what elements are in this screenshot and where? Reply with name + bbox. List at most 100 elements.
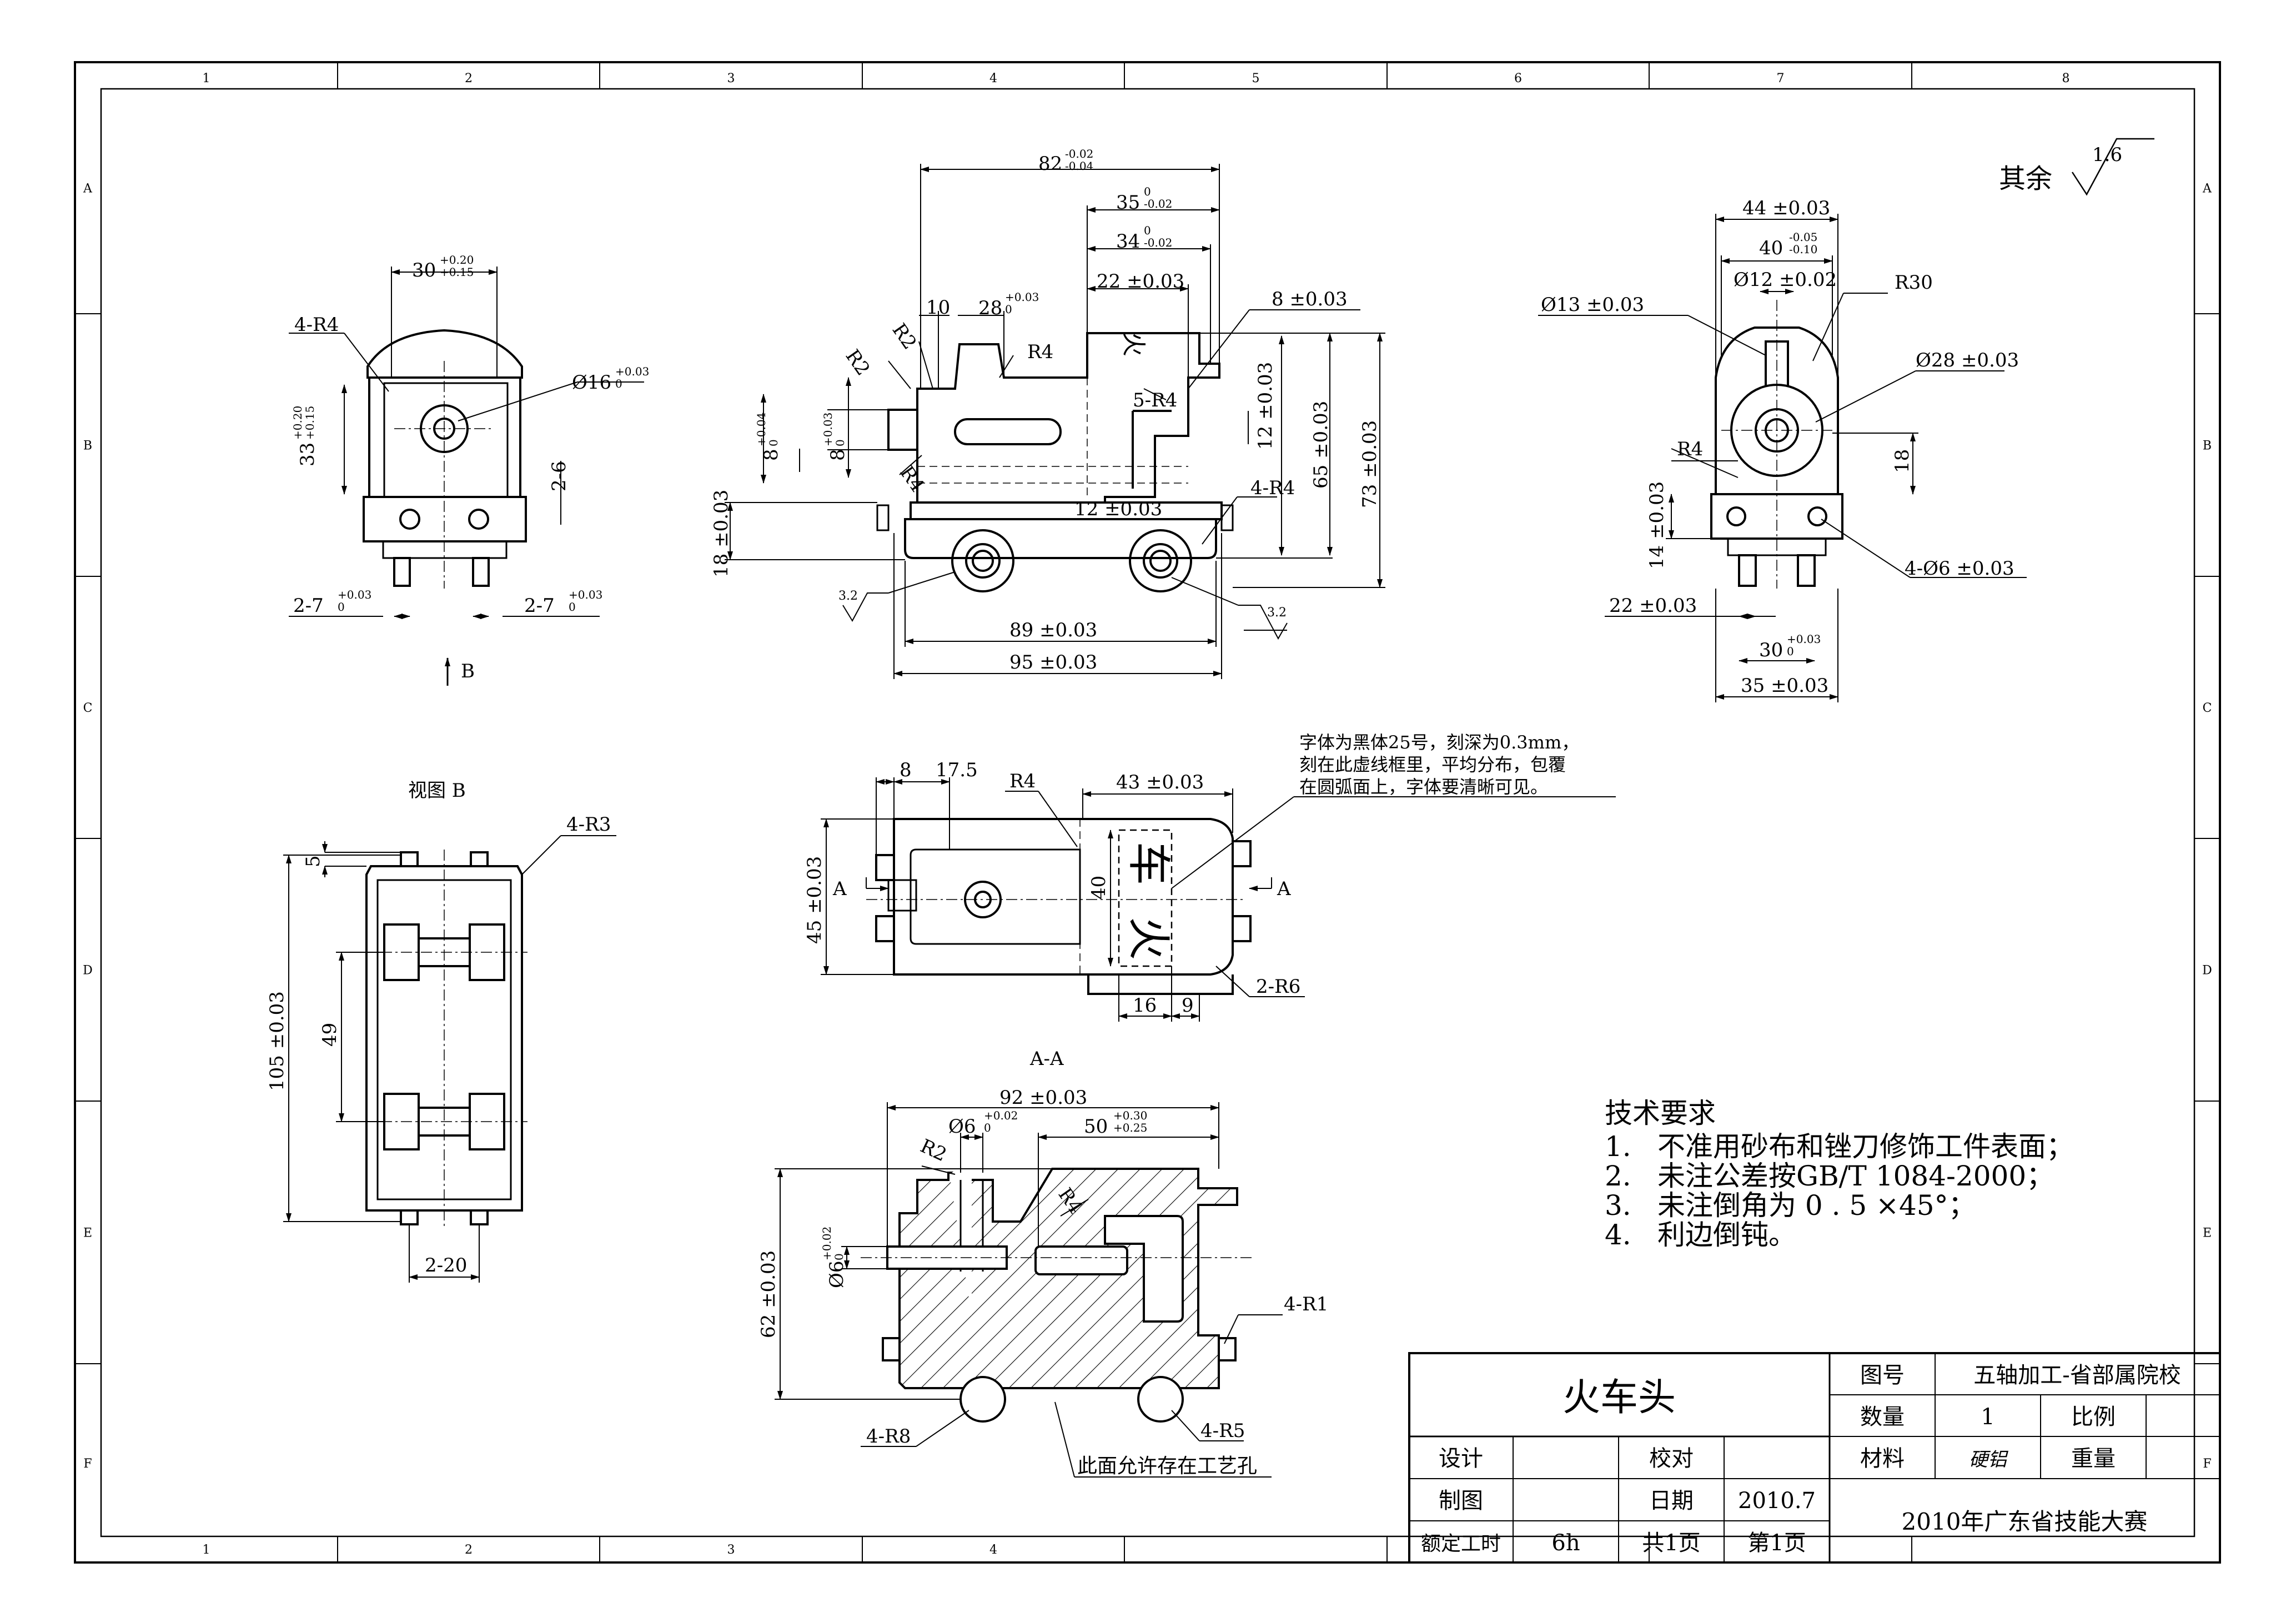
top-view-char-2: 火 <box>1123 917 1173 960</box>
dim-phi16: Ø16 <box>572 371 611 394</box>
dim-34: 34 <box>1116 230 1140 253</box>
section-view-labels: A-A 92 ±0.03 Ø6 +0.02 0 50 +0.30 +0.25 R… <box>757 1048 1328 1478</box>
right-view-labels: 44 ±0.03 40 -0.05 -0.10 Ø12 ±0.02 Ø13 ±0… <box>1541 197 2019 697</box>
zone-column-label: 2 <box>465 72 473 86</box>
dim-95: 95 ±0.03 <box>1009 651 1097 674</box>
roughness-symbol: 其余 1.6 <box>1999 138 2154 196</box>
drawing-no-label: 图号 <box>1860 1363 1905 1388</box>
dim-phi6-v: Ø6 <box>826 1260 848 1288</box>
tol-up: 0 <box>1144 185 1151 198</box>
dim-phi6: Ø6 <box>948 1116 976 1138</box>
tol-up: -0.02 <box>1065 147 1093 160</box>
zone-column-label: 2 <box>465 1543 473 1557</box>
zone-row-label: E <box>83 1227 92 1240</box>
tech-req-text-3: 未注倒角为 0 . 5 ×45°； <box>1657 1189 1976 1222</box>
tech-requirements: 技术要求 1. 不准用砂布和锉刀修饰工件表面； 2. 未注公差按GB/T 108… <box>1605 1097 2074 1251</box>
tech-req-num-3: 3. <box>1605 1189 1631 1222</box>
dim-22: 22 ±0.03 <box>1097 270 1184 293</box>
zone-column-label: 8 <box>2062 72 2070 86</box>
tech-req-num-2: 2. <box>1605 1160 1631 1192</box>
tol-dn: 0 <box>832 1253 846 1260</box>
top-view-labels: 8 17.5 R4 43 ±0.03 45 ±0.03 40 16 9 2-R6… <box>803 732 1579 1017</box>
section-title: A-A <box>1029 1048 1064 1070</box>
zone-column-label: 1 <box>203 1543 210 1557</box>
top-view <box>866 818 1252 995</box>
dim-phi12: Ø12 ±0.02 <box>1734 269 1837 291</box>
dim-r2: R2 <box>917 1135 950 1166</box>
tol-dn: -0.02 <box>1144 236 1172 249</box>
zone-column-label: 3 <box>727 72 735 86</box>
zone-row-label: D <box>2202 964 2212 978</box>
dim-2-7-b: 2-7 <box>524 595 555 617</box>
tol-dn: 0 <box>569 600 576 614</box>
dim-r30: R30 <box>1895 272 1933 294</box>
engrave-note-line-2: 刻在此虚线框里，平均分布，包覆 <box>1299 754 1566 775</box>
dim-r4: R4 <box>1677 438 1703 460</box>
engrave-note-line-1: 字体为黑体25号，刻深为0.3mm， <box>1299 732 1579 753</box>
total-pages: 共1页 <box>1642 1530 1700 1556</box>
zone-column-label: 5 <box>1252 72 1260 86</box>
tech-req-text-1: 不准用砂布和锉刀修饰工件表面； <box>1657 1130 2074 1163</box>
front-top-char: 火 <box>1119 332 1148 356</box>
dim-4-phi6: 4-Ø6 ±0.03 <box>1905 557 2014 580</box>
dim-14: 14 ±0.03 <box>1646 481 1668 569</box>
dim-12-v: 12 ±0.03 <box>1254 362 1277 450</box>
tol-up: +0.04 <box>755 413 768 446</box>
tech-req-num-1: 1. <box>1605 1130 1631 1163</box>
zone-row-label: A <box>83 182 93 196</box>
dim-2-7-a: 2-7 <box>293 595 324 617</box>
dim-r4-a: R4 <box>1027 341 1053 363</box>
dim-4-r8: 4-R8 <box>866 1425 911 1448</box>
left-view-dims <box>289 267 644 686</box>
tol-up: +0.03 <box>821 413 835 446</box>
tech-req-text-2: 未注公差按GB/T 1084-2000； <box>1657 1160 2054 1192</box>
drawing-frame <box>74 61 2221 1564</box>
dim-16: 16 <box>1133 994 1157 1017</box>
dim-8: 8 <box>900 759 912 781</box>
scale-label: 比例 <box>2071 1404 2116 1430</box>
material-label: 材料 <box>1860 1446 1905 1471</box>
zone-row-label: E <box>2203 1227 2212 1240</box>
section-view <box>861 1168 1255 1423</box>
tol-dn: +0.15 <box>303 406 316 440</box>
dim-r4: R4 <box>1009 770 1036 792</box>
dim-17-5: 17.5 <box>936 759 978 781</box>
tech-req-num-4: 4. <box>1605 1219 1631 1251</box>
page-number: 第1页 <box>1747 1530 1806 1556</box>
dim-40: 40 <box>1759 237 1783 259</box>
zone-column-label: 1 <box>203 72 210 86</box>
dim-4-r5: 4-R5 <box>1200 1420 1245 1442</box>
front-view <box>876 332 1234 592</box>
dim-35: 35 <box>1116 192 1140 214</box>
draw-label: 制图 <box>1439 1488 1483 1514</box>
left-view <box>363 329 527 589</box>
section-note: 此面允许存在工艺孔 <box>1077 1455 1257 1478</box>
roughness-local-b: 3.2 <box>1267 606 1287 620</box>
dim-18: 18 <box>1891 449 1913 473</box>
top-view-dims <box>821 777 1616 1022</box>
dim-phi28: Ø28 ±0.03 <box>1916 349 2019 371</box>
view-b-arrow-label: B <box>461 660 475 682</box>
dim-18: 18 ±0.03 <box>710 490 732 577</box>
zone-row-label: C <box>2203 701 2212 715</box>
dim-r2-b: R2 <box>888 319 921 354</box>
dim-65: 65 ±0.03 <box>1310 401 1332 489</box>
right-view-dims <box>1538 214 2027 702</box>
zone-row-label: C <box>83 701 93 715</box>
title-block <box>1408 1352 2221 1564</box>
dim-82: 82 <box>1038 153 1062 175</box>
tol-up: +0.02 <box>984 1109 1018 1122</box>
dim-8-b: 8 <box>827 449 849 461</box>
dim-44: 44 ±0.03 <box>1742 197 1830 219</box>
dim-62: 62 ±0.03 <box>757 1250 780 1338</box>
view-b-labels: 视图 B 4-R3 5 105 ±0.03 49 2-20 <box>266 780 611 1277</box>
design-label: 设计 <box>1439 1446 1483 1471</box>
tol-dn: 0 <box>833 439 847 446</box>
front-view-labels: 82 -0.02 -0.04 35 0 -0.02 34 0 -0.02 22 … <box>710 147 1381 674</box>
zone-row-label: D <box>83 964 93 978</box>
dim-4-r1: 4-R1 <box>1284 1293 1328 1315</box>
tol-dn: -0.04 <box>1065 159 1093 173</box>
tol-dn: -0.10 <box>1789 243 1817 256</box>
